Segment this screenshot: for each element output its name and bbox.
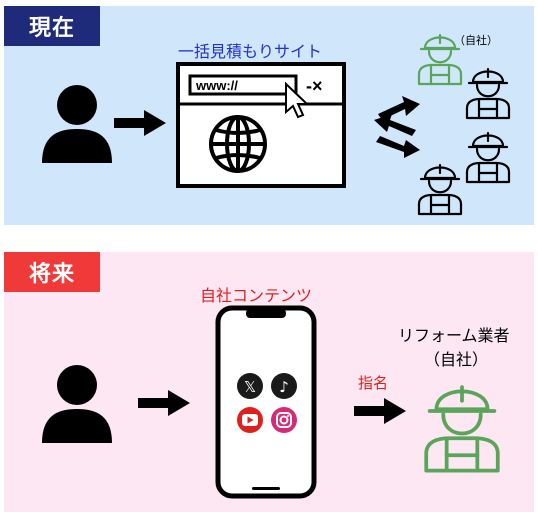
smartphone-icon: 𝕏 ♪	[215, 305, 317, 499]
exchange-arrows-icon	[374, 96, 420, 158]
arrow-right-icon	[114, 110, 166, 136]
contractor-worker-icon	[465, 131, 511, 184]
svg-text:♪: ♪	[279, 378, 289, 396]
content-label: 自社コンテンツ	[200, 286, 313, 305]
tiktok-icon: ♪	[271, 373, 297, 399]
site-label: 一括見積もりサイト	[178, 42, 323, 61]
contractor-label-line2: （自社）	[424, 350, 489, 369]
current-tag: 現在	[4, 6, 100, 46]
window-controls: -×	[306, 76, 323, 96]
own-company-worker-icon	[424, 385, 500, 473]
url-text: www://	[195, 78, 238, 93]
contractor-label-line1: リフォーム業者	[398, 326, 510, 345]
contractor-worker-icon	[465, 67, 511, 120]
user-icon	[42, 85, 112, 163]
browser-window-icon: www:// -×	[176, 62, 346, 188]
svg-text:𝕏: 𝕏	[244, 378, 256, 396]
future-tag: 将来	[4, 252, 100, 292]
own-company-note: （自社）	[454, 34, 498, 47]
current-panel: 現在 一括見積もりサイト www:// -× （自社）	[4, 6, 534, 225]
user-icon	[42, 365, 112, 443]
arrow-right-icon	[138, 390, 190, 416]
x-icon: 𝕏	[237, 373, 263, 399]
instagram-icon	[271, 407, 297, 433]
contractor-worker-icon	[417, 163, 463, 216]
nomination-label: 指名	[358, 374, 389, 392]
arrow-right-icon	[354, 398, 406, 424]
future-panel: 将来 自社コンテンツ 𝕏 ♪ 指名	[4, 252, 534, 512]
youtube-icon	[237, 407, 263, 433]
